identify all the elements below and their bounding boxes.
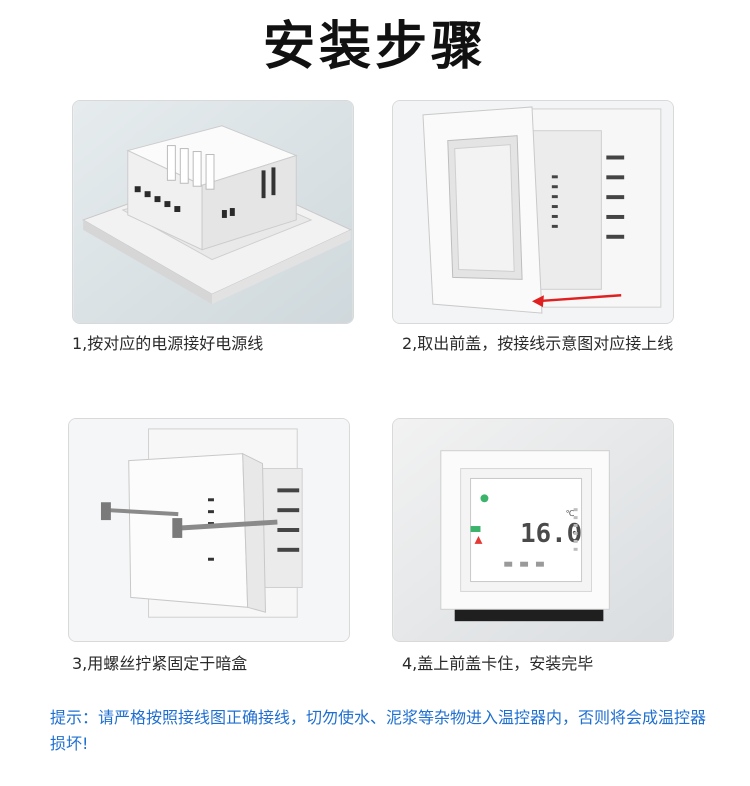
step-4-image: 16.0 ℃ [392, 418, 674, 642]
page-title: 安装步骤 [262, 17, 487, 77]
step-3-caption: 3,用螺丝拧紧固定于暗盒 [72, 654, 248, 673]
screw-mounting-illustration [69, 419, 349, 641]
step-1-image [72, 100, 354, 324]
display-unit: ℃ [566, 509, 575, 518]
thermostat-back-illustration [73, 101, 353, 323]
warning-note: 提示：请严格按照接线图正确接线，切勿使水、泥浆等杂物进入温控器内，否则将会成温控… [50, 708, 707, 753]
step-2-caption: 2,取出前盖，按接线示意图对应接上线 [402, 334, 674, 353]
step-3-image [68, 418, 350, 642]
step-1-caption: 1,按对应的电源接好电源线 [72, 334, 264, 353]
installed-thermostat-illustration: 16.0 ℃ [393, 419, 673, 641]
cover-removal-illustration [393, 101, 673, 323]
step-2-image [392, 100, 674, 324]
step-4-caption: 4,盖上前盖卡住，安装完毕 [402, 654, 594, 673]
display-temperature: 16.0 [520, 519, 582, 549]
